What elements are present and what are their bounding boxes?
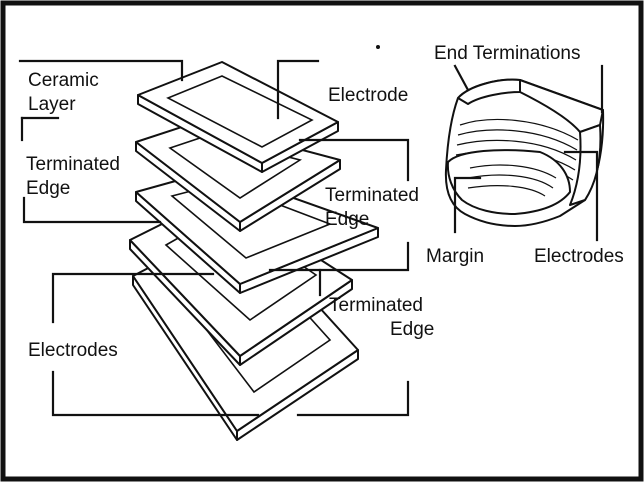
terminated-edge-left-lower bbox=[22, 196, 162, 224]
label-terminated-edge-left-line2: Edge bbox=[26, 178, 70, 199]
plate-1 bbox=[137, 61, 339, 173]
label-terminated-edge-mid-line1: Terminated bbox=[325, 185, 419, 206]
label-electrodes-left: Electrodes bbox=[28, 340, 118, 361]
label-ceramic-layer-line2: Layer bbox=[28, 94, 76, 115]
label-terminated-edge-low-line2: Edge bbox=[390, 319, 434, 340]
label-electrode: Electrode bbox=[328, 85, 408, 106]
leader-lines bbox=[18, 59, 410, 417]
label-terminated-edge-mid-line2: Edge bbox=[325, 209, 369, 230]
label-terminated-edge-left-line1: Terminated bbox=[26, 154, 120, 175]
label-end-terminations: End Terminations bbox=[434, 43, 580, 64]
label-ceramic-layer-line1: Ceramic bbox=[28, 70, 99, 91]
label-terminated-edge-low-line1: Terminated bbox=[329, 295, 423, 316]
terminated-edge-low-lower bbox=[296, 380, 410, 417]
electrodes-left-bracket-bottom bbox=[51, 370, 260, 417]
electrode-bracket bbox=[276, 59, 320, 120]
end-termination-right bbox=[569, 124, 602, 206]
stray-mark bbox=[376, 45, 380, 49]
label-margin: Margin bbox=[426, 246, 484, 267]
terminated-edge-mid-lower bbox=[268, 241, 410, 272]
electrodes-right-leader bbox=[563, 150, 599, 242]
chip-leader-lines bbox=[453, 64, 604, 242]
chip-capacitor bbox=[444, 78, 605, 227]
plate-stack bbox=[129, 61, 379, 441]
label-electrodes-right: Electrodes bbox=[534, 246, 624, 267]
ceramic-layer-bracket bbox=[18, 59, 184, 82]
labels: Ceramic Layer Electrode Terminated Edge … bbox=[26, 43, 624, 361]
electrodes-left-bracket-top bbox=[51, 272, 215, 324]
margin-leader bbox=[453, 176, 482, 234]
terminated-edge-mid-bracket bbox=[298, 138, 410, 182]
